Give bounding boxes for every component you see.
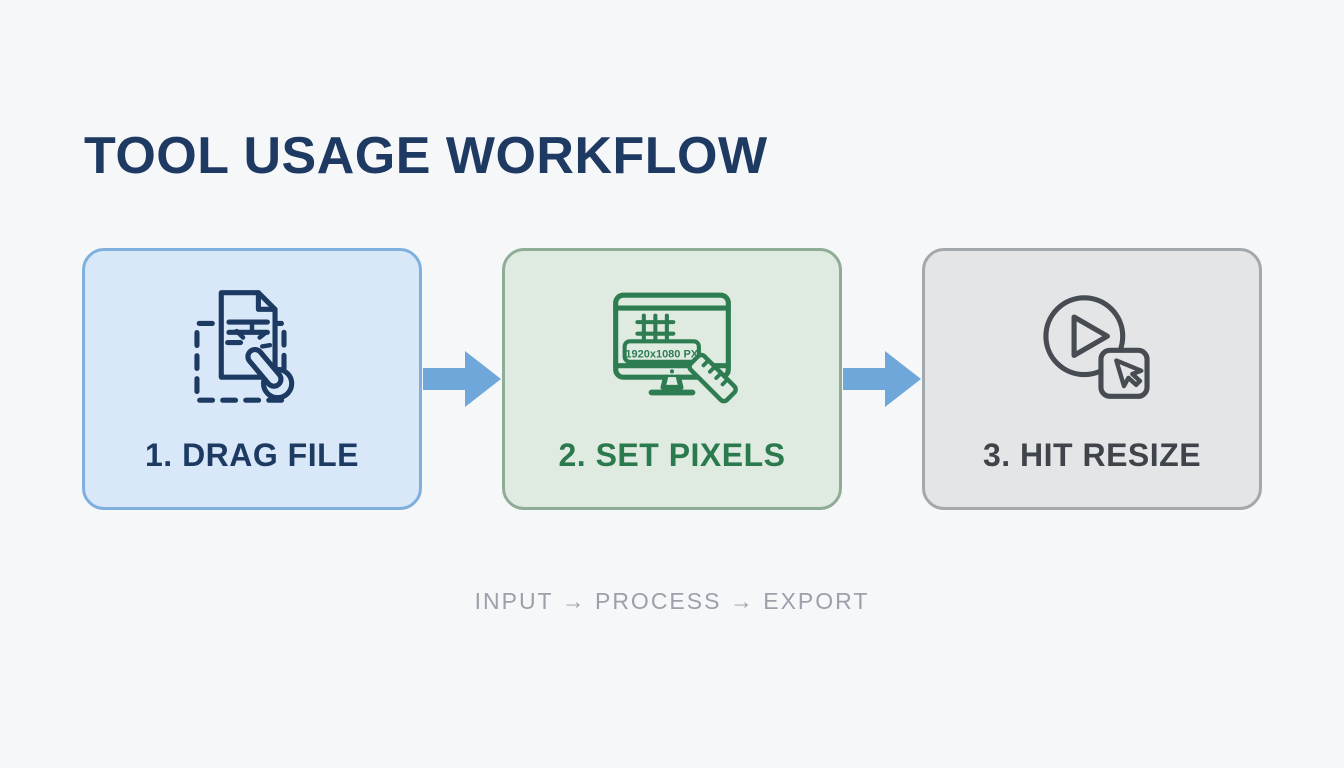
drag-file-icon <box>194 290 295 403</box>
step-card-drag-file: 1. DRAG FILE <box>82 248 422 510</box>
step-card-set-pixels: 1920x1080 PX 2. SET PIXELS <box>502 248 842 510</box>
pipeline-caption: INPUT → PROCESS → EXPORT <box>474 588 870 614</box>
step-label-set-pixels: 2. SET PIXELS <box>558 437 786 473</box>
step-label-hit-resize: 3. HIT RESIZE <box>982 437 1202 473</box>
step-card-hit-resize: 3. HIT RESIZE <box>922 248 1262 510</box>
resolution-label: 1920x1080 PX <box>625 348 698 360</box>
monitor-resolution-icon: 1920x1080 PX <box>613 292 738 404</box>
page-title: TOOL USAGE WORKFLOW <box>84 127 768 185</box>
workflow-steps-row: 1. DRAG FILE 1920x1080 PX <box>82 248 1262 510</box>
step-label-drag-file: 1. DRAG FILE <box>144 437 359 473</box>
play-cursor-icon <box>1043 295 1150 399</box>
arrow-right-icon <box>423 351 501 407</box>
arrow-right-icon <box>843 351 921 407</box>
